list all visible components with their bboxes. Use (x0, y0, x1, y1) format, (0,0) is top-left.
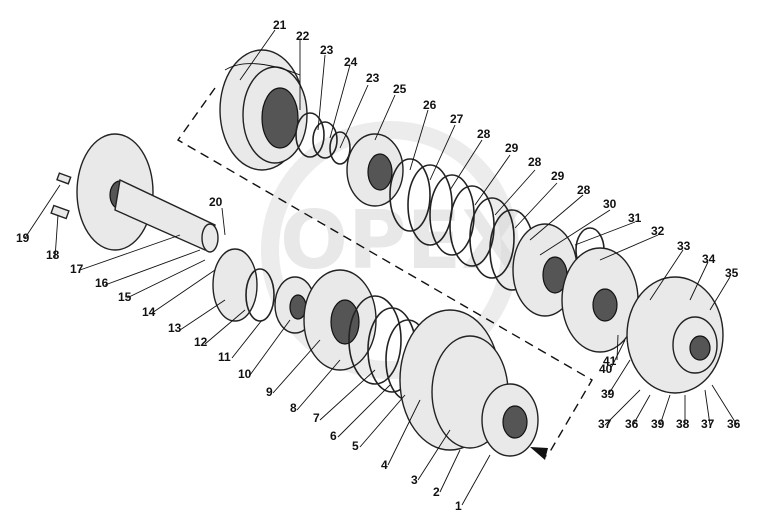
part-33-35-end-plate (626, 276, 724, 394)
label-17: 17 (70, 262, 84, 276)
label-3: 3 (411, 473, 418, 487)
label-41: 41 (603, 354, 617, 368)
label-28b: 28 (528, 155, 542, 169)
label-28a: 28 (477, 127, 491, 141)
label-35: 35 (725, 266, 739, 280)
label-20: 20 (209, 195, 223, 209)
label-7: 7 (313, 411, 320, 425)
part-3-4-drum (399, 309, 539, 457)
label-21: 21 (273, 18, 287, 32)
label-9: 9 (266, 385, 273, 399)
label-8: 8 (290, 401, 297, 415)
label-37b: 37 (701, 417, 715, 431)
label-19: 19 (16, 231, 30, 245)
label-23: 23 (320, 43, 334, 57)
label-28c: 28 (577, 183, 591, 197)
part-21-housing (219, 49, 308, 171)
part-25-hub (346, 133, 404, 207)
label-11: 11 (218, 350, 231, 364)
label-40: 40 (599, 362, 613, 376)
label-5: 5 (352, 439, 359, 453)
part-9-gear (303, 269, 377, 371)
label-14: 14 (142, 305, 156, 319)
label-31: 31 (628, 211, 642, 225)
part-labels: 21 22 23 24 23 25 26 27 28 29 28 29 28 3… (16, 18, 741, 513)
arrow-head-icon (530, 447, 548, 460)
label-18: 18 (46, 248, 60, 262)
label-37a: 37 (598, 417, 612, 431)
label-33: 33 (677, 239, 691, 253)
label-38: 38 (676, 417, 690, 431)
label-32: 32 (651, 224, 665, 238)
label-6: 6 (330, 429, 337, 443)
label-15: 15 (118, 290, 132, 304)
watermark: OPEX (261, 121, 523, 379)
label-27: 27 (450, 112, 464, 126)
label-39a: 39 (601, 387, 615, 401)
label-34: 34 (702, 252, 716, 266)
label-10: 10 (238, 367, 252, 381)
label-26: 26 (423, 98, 437, 112)
label-24: 24 (344, 55, 358, 69)
leader-lines (24, 29, 738, 506)
label-1: 1 (455, 499, 462, 513)
label-36a: 36 (625, 417, 639, 431)
label-30: 30 (603, 197, 617, 211)
label-36b: 36 (727, 417, 741, 431)
label-25: 25 (393, 82, 407, 96)
part-17-shaft-flange (76, 133, 219, 253)
watermark-text: OPEX (280, 194, 523, 287)
label-29a: 29 (505, 141, 519, 155)
label-12: 12 (194, 335, 208, 349)
label-23b: 23 (366, 71, 380, 85)
label-16: 16 (95, 276, 109, 290)
part-22-24-rings (295, 112, 351, 165)
bolts-18-19 (50, 172, 72, 220)
label-13: 13 (168, 321, 182, 335)
label-39b: 39 (651, 417, 665, 431)
label-29b: 29 (551, 169, 565, 183)
label-22: 22 (296, 29, 310, 43)
label-4: 4 (381, 458, 388, 472)
part-30-31-piston (512, 223, 605, 317)
label-2: 2 (433, 485, 440, 499)
dashed-frame-line (176, 87, 593, 456)
